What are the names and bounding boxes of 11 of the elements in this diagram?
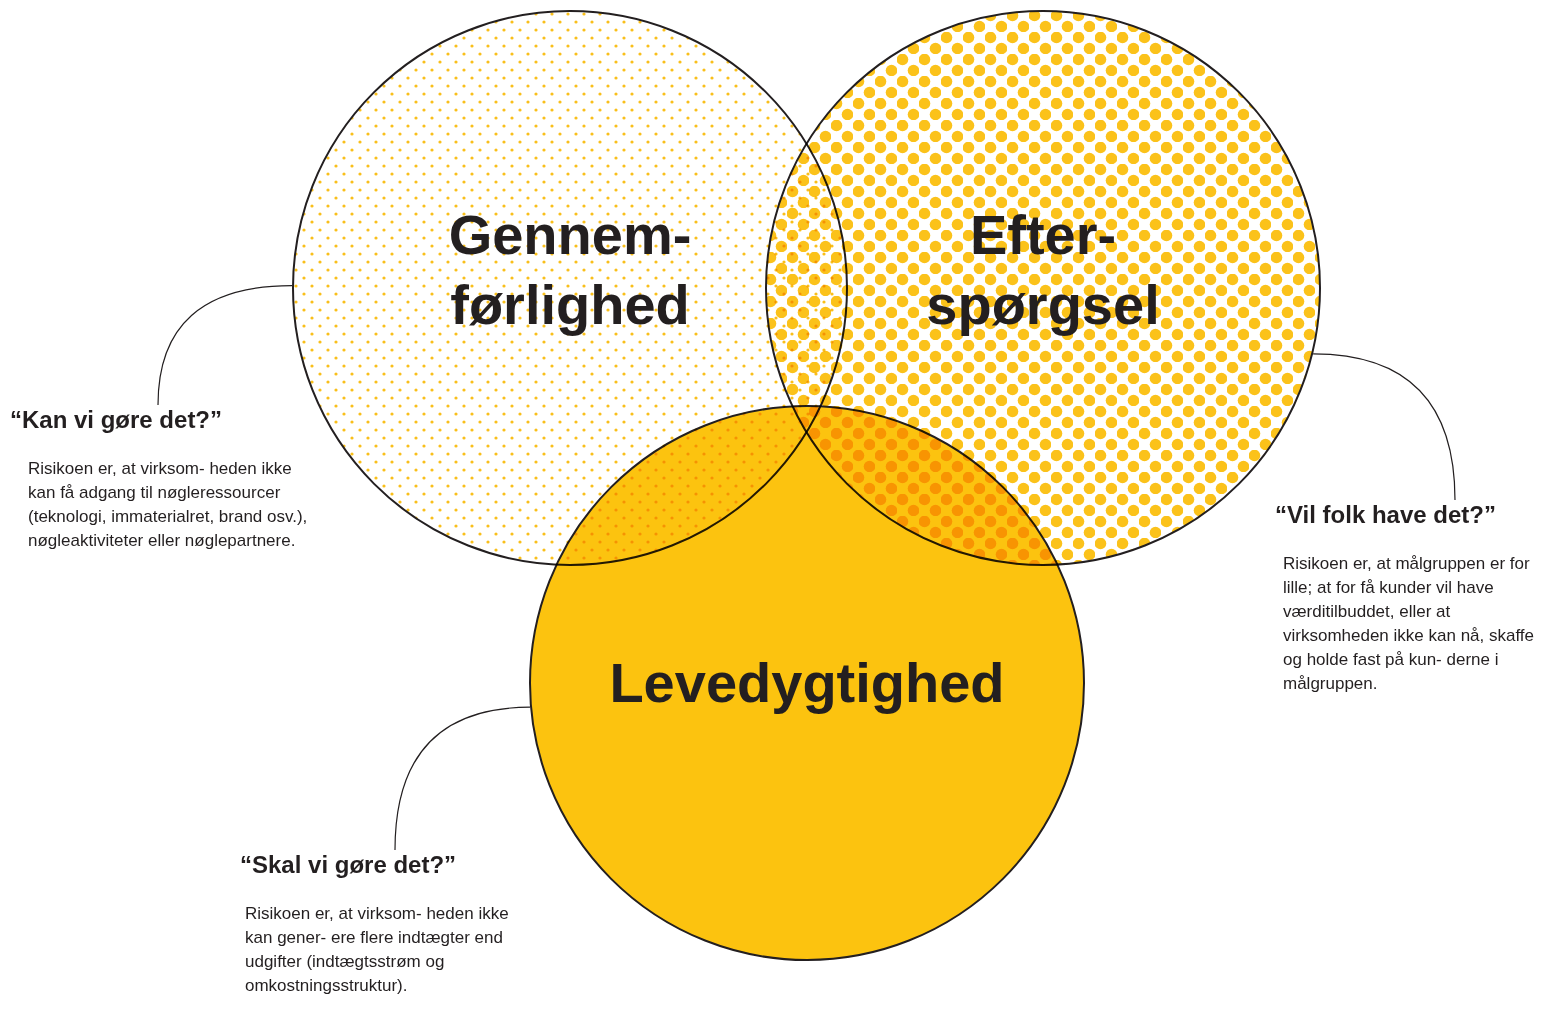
circle-title: Gennem- førlighed: [447, 202, 693, 338]
leader-line: [1312, 353, 1456, 501]
circle-title: Levedygtighed: [608, 650, 1006, 716]
leader-line: [157, 285, 293, 406]
risk-description: Risikoen er, at virksom- heden ikke kan gener- ere flere indtægter end udgifter (indtægtsstrøm og omkostningsstruktur).: [245, 903, 510, 997]
question-heading: “Kan vi gøre det?”: [10, 405, 223, 435]
question-heading: “Vil folk have det?”: [1275, 500, 1496, 530]
risk-description: Risikoen er, at målgruppen er for lille; at for få kunder vil have værditilbuddet, eller at virksomheden ikke kan nå, skaffe og holde fast på kun- derne i målgruppen.: [1283, 553, 1536, 695]
risk-description: Risikoen er, at virksom- heden ikke kan få adgang til nøgleressourcer (teknologi, immaterialret, brand osv.), nøgleaktiviteter eller nøglepartnere.: [28, 458, 309, 552]
question-heading: “Skal vi gøre det?”: [240, 850, 457, 880]
leader-line: [394, 706, 531, 851]
